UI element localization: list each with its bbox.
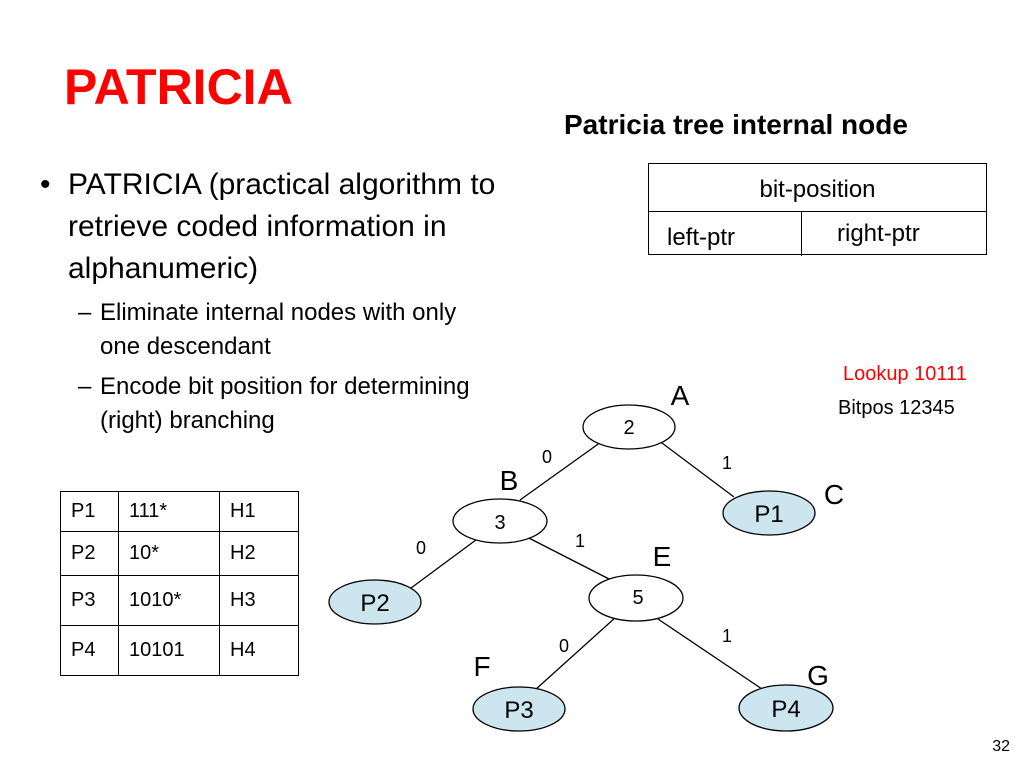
edge-label: 0 [559,636,569,656]
tree-edge [519,436,609,501]
leaf-node [738,684,834,732]
left-ptr-label: left-ptr [667,224,736,251]
leaf-node [328,579,422,625]
node-letter: B [500,465,519,496]
node-letter: A [671,380,690,411]
bullet-list: PATRICIA (practical algorithm to retriev… [40,164,570,438]
pointer-divider [801,212,802,256]
prefix-name-cell: P1 [60,491,119,532]
main-bullet: PATRICIA (practical algorithm to retriev… [40,164,570,290]
main-bullet-line: PATRICIA (practical algorithm to [68,168,496,201]
edge-label: 1 [722,626,732,646]
sub-bullet-line: Encode bit position for determining [100,373,470,400]
main-bullet-line: retrieve coded information in [68,210,447,243]
prefix-bits-cell: 10101 [118,625,220,676]
table-row: P1 111* H1 [60,491,299,532]
node-letter: F [473,651,490,682]
node-structure-title: Patricia tree internal node [564,109,908,140]
edge-label: 1 [722,453,732,473]
internal-node [582,404,676,450]
leaf-label: P4 [771,696,800,723]
prefix-bits-cell: 10* [118,531,220,576]
leaf-label: P2 [360,590,389,617]
node-letter: G [807,660,829,691]
sub-bullet-dash: – [78,299,92,326]
next-hop-cell: H4 [219,625,299,676]
prefix-name-cell: P3 [60,575,119,626]
lookup-annotation: Lookup 10111 [843,363,967,385]
sub-bullet: – Eliminate internal nodes with only one… [40,296,570,364]
internal-node [452,498,548,544]
node-letter: C [824,479,844,510]
internal-node-structure: bit-position left-ptr right-ptr [648,163,987,256]
next-hop-cell: H1 [219,491,299,532]
table-row: P4 10101 H4 [60,625,299,676]
edge-label: 1 [575,531,585,551]
node-label: 5 [632,587,643,609]
leaf-label: P3 [504,697,533,724]
node-label: 3 [494,512,505,534]
node-label: 2 [623,417,634,439]
edge-label: 0 [416,538,426,558]
sub-bullet-line: one descendant [100,333,271,360]
node-letter: E [653,541,672,572]
tree-edge [653,436,735,498]
main-bullet-line: alphanumeric) [68,252,259,285]
page-number: 32 [992,738,1010,755]
edge-label: 0 [542,447,552,467]
leaf-node [472,686,566,732]
table-row: P2 10* H2 [60,531,299,576]
bit-position-label: bit-position [759,176,876,203]
internal-node [588,574,684,622]
table-row: P3 1010* H3 [60,575,299,626]
sub-bullet-line: Eliminate internal nodes with only [100,299,457,326]
prefix-bits-cell: 111* [118,491,220,532]
right-ptr-label: right-ptr [837,220,920,247]
tree-edge [406,533,485,592]
leaf-node [722,490,816,536]
tree-edge [534,616,617,691]
next-hop-cell: H3 [219,575,299,626]
sub-bullet-dash: – [78,373,92,400]
tree-edge [520,533,612,581]
leaf-label: P1 [754,501,783,528]
bit-position-cell: bit-position [649,164,986,212]
sub-bullet: – Encode bit position for determining (r… [40,370,570,438]
slide-title: PATRICIA [64,59,293,115]
tree-edge [654,616,763,690]
bitpos-annotation: Bitpos 12345 [838,397,955,419]
sub-bullet-line: (right) branching [100,407,275,434]
prefix-table: P1 111* H1 P2 10* H2 P3 1010* H3 P4 1010… [60,491,299,676]
